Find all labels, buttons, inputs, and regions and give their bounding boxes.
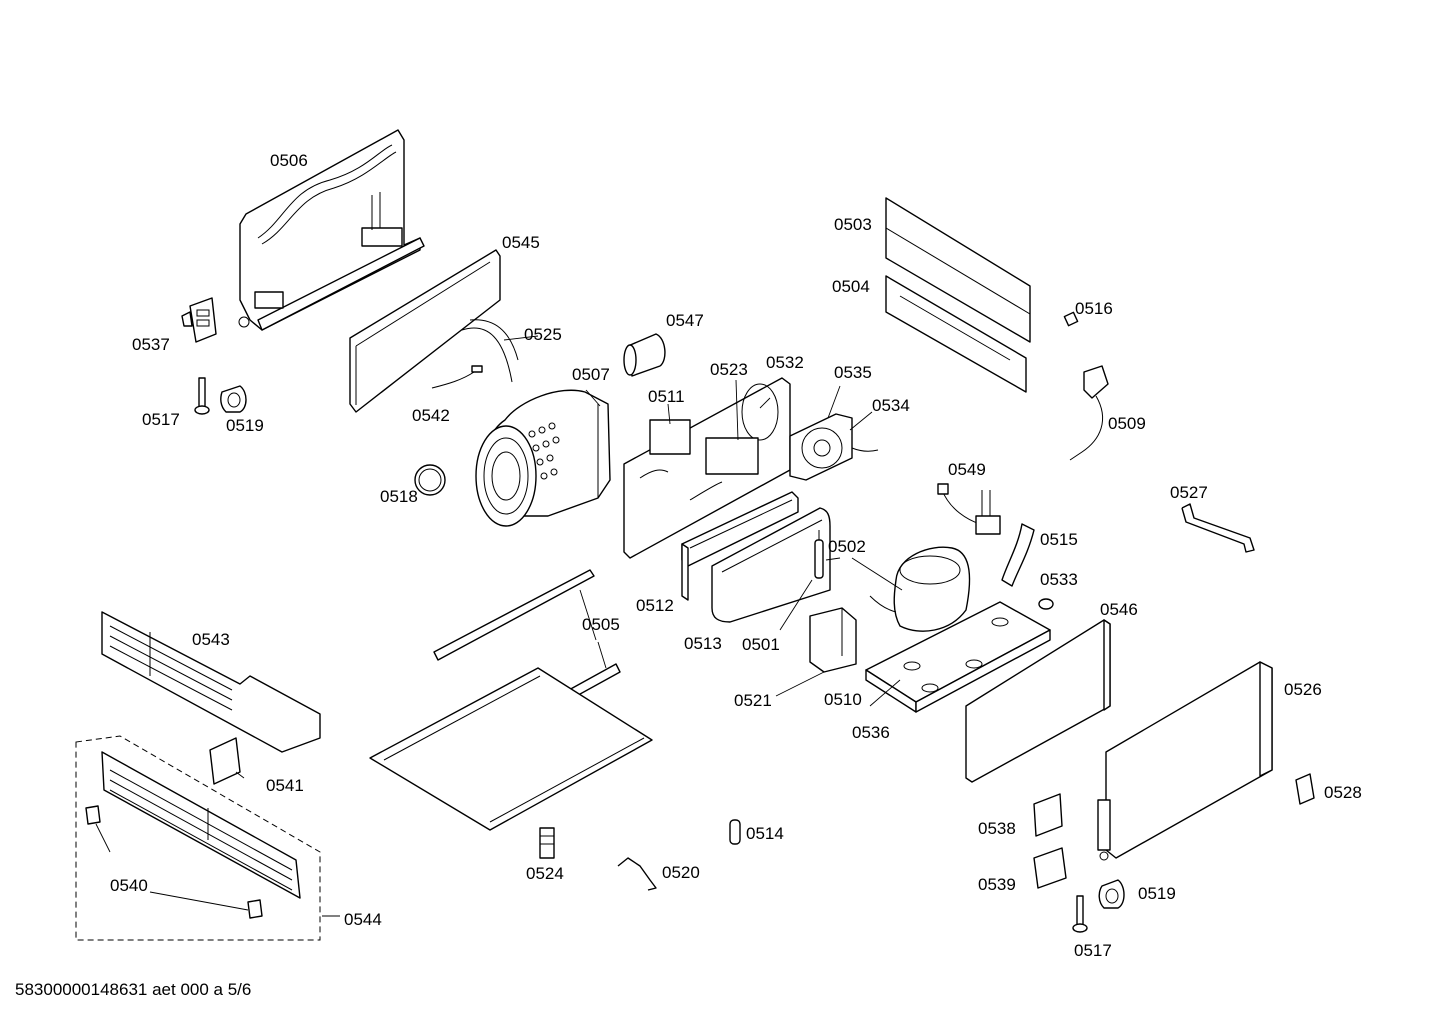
label-0534: 0534 [872, 396, 910, 415]
part-0533-grommet [1038, 598, 1054, 610]
label-0544: 0544 [344, 910, 382, 929]
label-0526: 0526 [1284, 680, 1322, 699]
label-0506: 0506 [270, 151, 308, 170]
label-0505: 0505 [582, 615, 620, 634]
part-0539-bracket [1033, 847, 1067, 889]
label-0507: 0507 [572, 365, 610, 384]
part-0519-foot-top [220, 385, 247, 413]
label-0524: 0524 [526, 864, 564, 883]
label-0510: 0510 [824, 690, 862, 709]
part-0526-side-panel [1097, 661, 1273, 861]
part-0546-panel [965, 619, 1111, 783]
label-0519-bottom: 0519 [1138, 884, 1176, 903]
part-0507-fan-housing [475, 389, 611, 527]
part-0518-gasket [414, 464, 446, 496]
label-0502: 0502 [828, 537, 866, 556]
part-0541-bracket [209, 737, 241, 785]
part-0547-capacitor [623, 333, 666, 377]
part-0514-spacer [729, 819, 741, 845]
label-0518: 0518 [380, 487, 418, 506]
label-0523: 0523 [710, 360, 748, 379]
part-0512-bracket [681, 491, 799, 601]
label-0501: 0501 [742, 635, 780, 654]
part-0513-condenser-box [711, 507, 831, 623]
label-0517: 0517 [142, 410, 180, 429]
part-0537-bracket [181, 297, 217, 343]
part-0519-foot-bottom [1098, 879, 1125, 909]
label-0527: 0527 [1170, 483, 1208, 502]
part-0536-base-plate [865, 601, 1051, 713]
label-0513: 0513 [684, 634, 722, 653]
part-0501-drier [814, 530, 824, 579]
part-labels: 0506 0545 0537 0525 0547 0517 0519 0542 … [110, 151, 1362, 960]
label-0520: 0520 [662, 863, 700, 882]
label-0542: 0542 [412, 406, 450, 425]
label-0504: 0504 [832, 277, 870, 296]
part-0503-panel [885, 197, 1031, 343]
label-0509: 0509 [1108, 414, 1146, 433]
label-0546: 0546 [1100, 600, 1138, 619]
label-0543: 0543 [192, 630, 230, 649]
label-0514: 0514 [746, 824, 784, 843]
label-0515: 0515 [1040, 530, 1078, 549]
part-0549-harness [937, 483, 1001, 535]
label-0528: 0528 [1324, 783, 1362, 802]
label-0519: 0519 [226, 416, 264, 435]
part-0517-screw-top [194, 377, 210, 415]
part-0517-screw-bottom [1072, 895, 1088, 933]
label-0549: 0549 [948, 460, 986, 479]
label-0538: 0538 [978, 819, 1016, 838]
label-0512: 0512 [636, 596, 674, 615]
part-0544-kick-plate [75, 735, 321, 941]
part-0509-power-cord [1069, 365, 1109, 461]
label-0525: 0525 [524, 325, 562, 344]
part-0516-nut [1063, 311, 1079, 327]
part-0520-bracket [617, 857, 657, 891]
part-0524-clip [539, 827, 555, 859]
part-0538-bracket [1033, 793, 1063, 837]
label-0540: 0540 [110, 876, 148, 895]
part-0510-relay-box [809, 607, 857, 673]
document-footer: 58300000148631 aet 000 a 5/6 [15, 980, 252, 999]
label-0545: 0545 [502, 233, 540, 252]
label-0535: 0535 [834, 363, 872, 382]
label-0521: 0521 [734, 691, 772, 710]
part-0528-clip [1295, 773, 1315, 805]
label-0541: 0541 [266, 776, 304, 795]
part-0543-grille [101, 611, 321, 753]
part-0505-tray [369, 667, 653, 831]
label-0503: 0503 [834, 215, 872, 234]
label-0547: 0547 [666, 311, 704, 330]
label-0516: 0516 [1075, 299, 1113, 318]
part-0545-side-panel [349, 249, 519, 413]
label-0536: 0536 [852, 723, 890, 742]
part-0535-axial-fan [789, 413, 879, 481]
label-0539: 0539 [978, 875, 1016, 894]
label-0533: 0533 [1040, 570, 1078, 589]
label-0532: 0532 [766, 353, 804, 372]
part-0502-compressor [869, 546, 971, 632]
part-0542-sensor-wire [431, 365, 483, 389]
label-0537: 0537 [132, 335, 170, 354]
label-0517-bottom: 0517 [1074, 941, 1112, 960]
label-0511: 0511 [648, 387, 685, 406]
part-0506-rear-panel [238, 129, 425, 331]
part-0504-panel [885, 275, 1027, 393]
leader-lines [95, 335, 903, 917]
part-0515-tube [1001, 523, 1035, 587]
part-0527-bracket [1181, 503, 1255, 553]
part-0532-board-plate [623, 377, 791, 559]
